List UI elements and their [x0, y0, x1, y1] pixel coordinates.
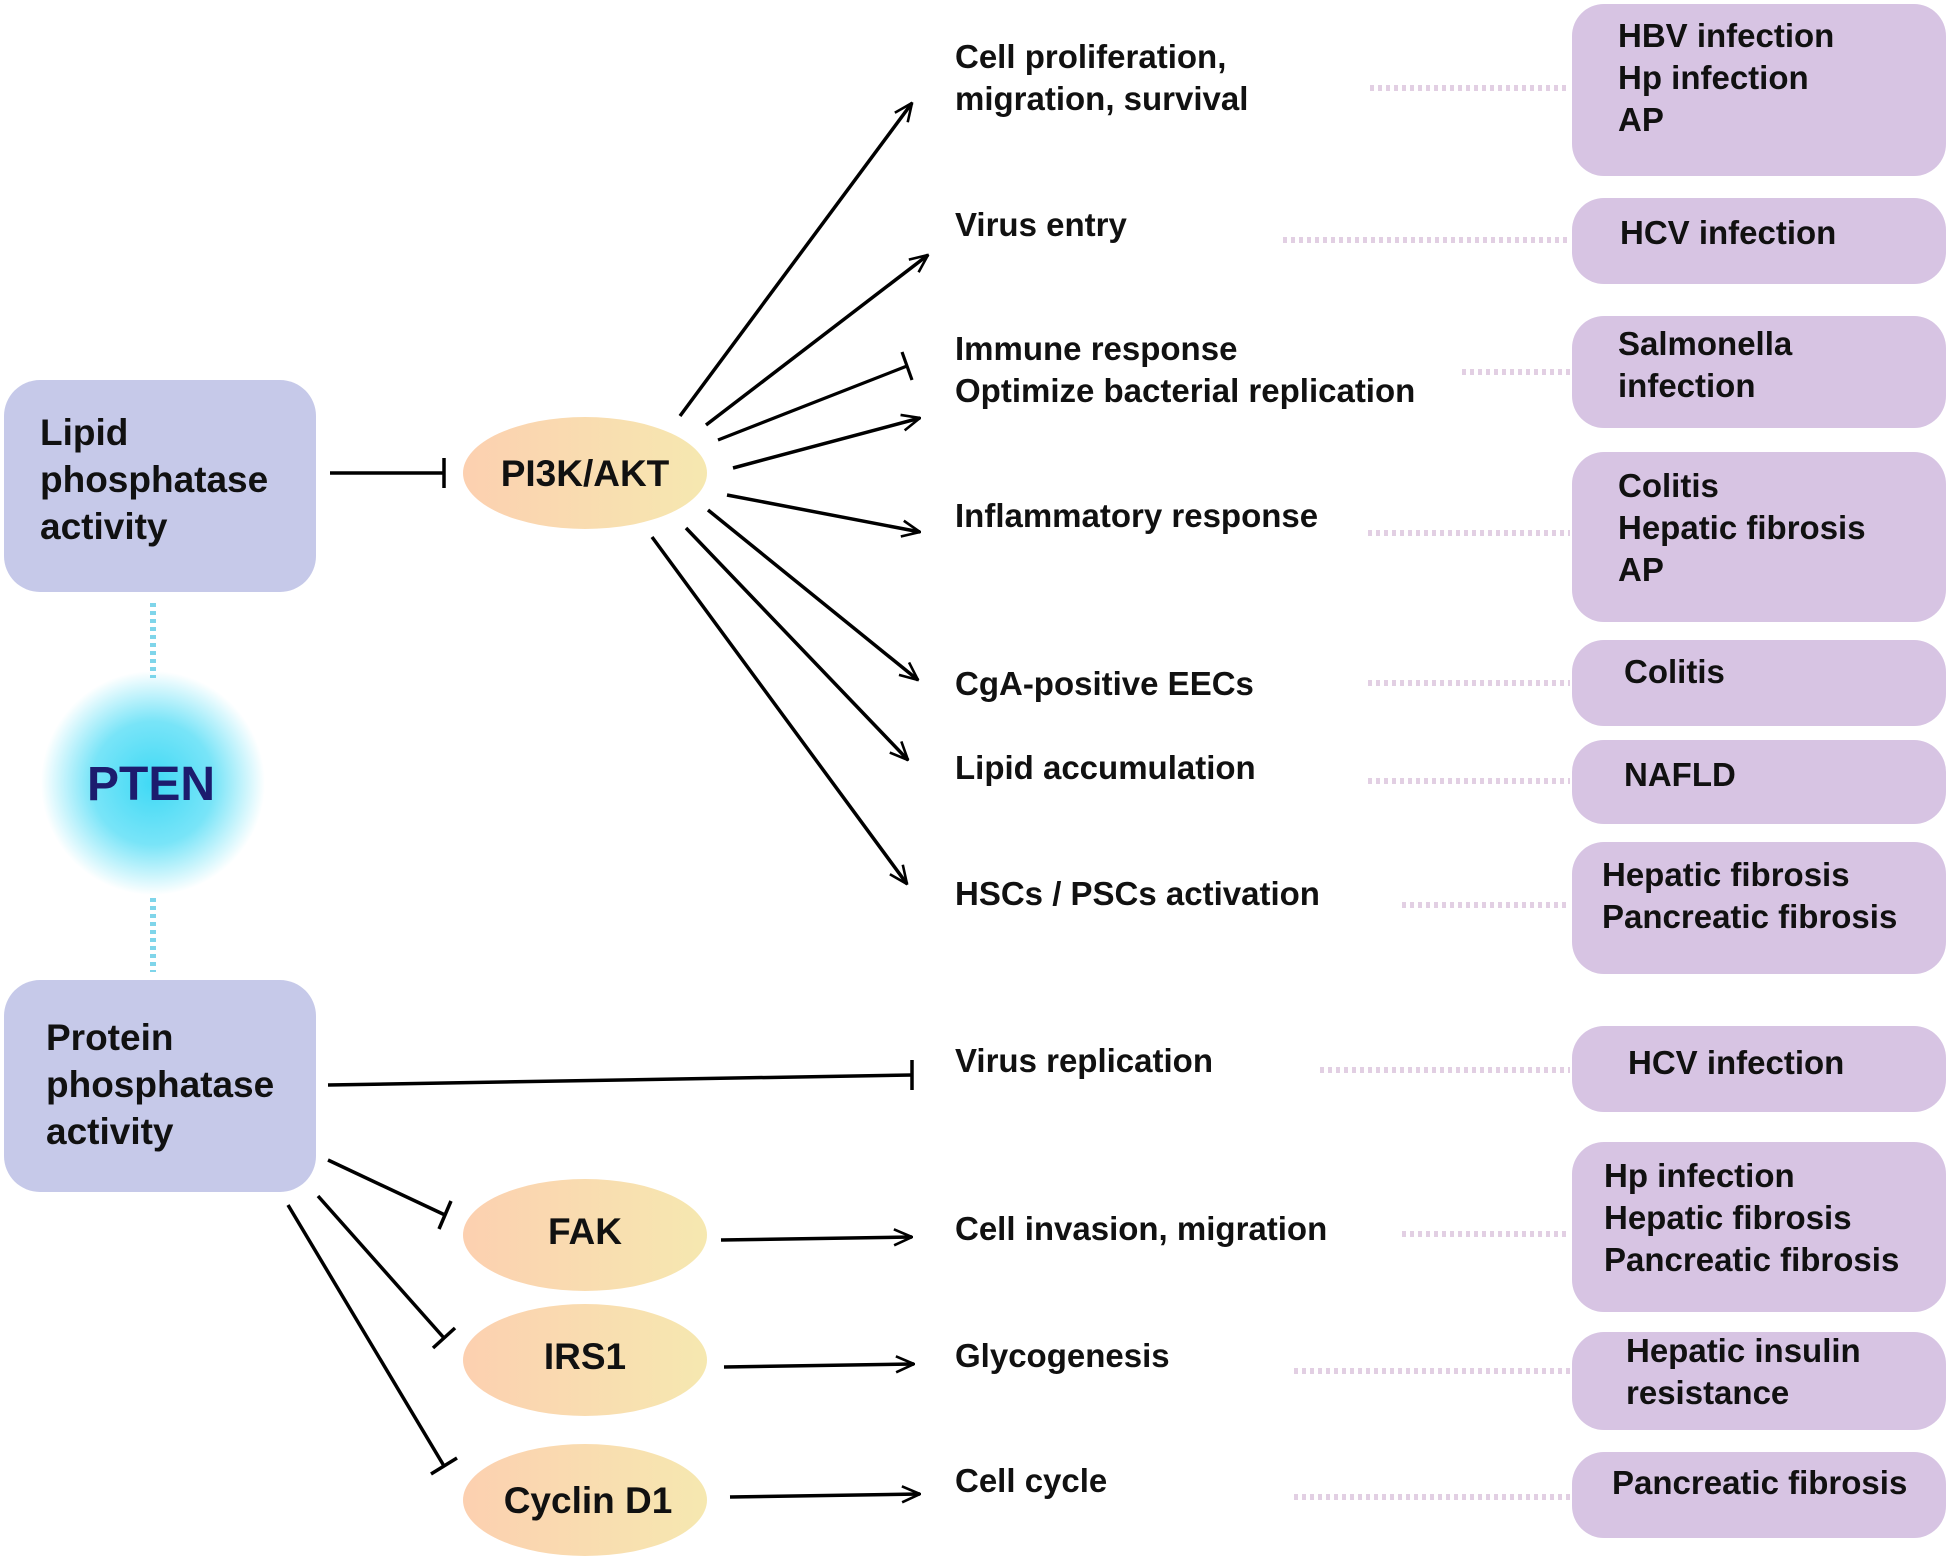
pathway-label: Virus entry: [955, 206, 1127, 243]
pathway-invasion: Cell invasion, migration Hp infectionHepa…: [955, 1142, 1946, 1312]
disease-label: Colitis: [1624, 653, 1725, 690]
pathway-vrep: Virus replication HCV infection: [955, 1026, 1946, 1112]
disease-label: HCV infection: [1628, 1044, 1844, 1081]
disease-box: [1572, 1452, 1946, 1538]
arrow-cyclin-cycle: [729, 1494, 920, 1497]
disease-label: Hp infection: [1604, 1157, 1795, 1194]
pathway-label: CgA-positive EECs: [955, 665, 1254, 702]
lipid-box-line: phosphatase: [40, 459, 268, 500]
disease-label: Colitis: [1618, 467, 1719, 504]
disease-box: [1572, 1332, 1946, 1430]
pathway-prolif: Cell proliferation, migration, survival HB…: [955, 4, 1946, 176]
disease-box: [1572, 1142, 1946, 1312]
pathway-label: migration, survival: [955, 80, 1248, 117]
disease-label: Hepatic fibrosis: [1602, 856, 1850, 893]
pathway-list: Cell proliferation, migration, survival HB…: [955, 4, 1946, 1538]
disease-label: Hp infection: [1618, 59, 1809, 96]
pten-label: PTEN: [87, 758, 215, 811]
irs1-label: IRS1: [544, 1336, 626, 1377]
disease-box: [1572, 740, 1946, 824]
irs1-node: IRS1: [463, 1304, 707, 1416]
disease-label: resistance: [1626, 1374, 1789, 1411]
arrow-pi3k-inflam: [726, 493, 920, 532]
disease-box: [1572, 4, 1946, 176]
protein-box-line: phosphatase: [46, 1064, 274, 1105]
pathway-glyco: Glycogenesis Hepatic insulin resistance: [955, 1332, 1946, 1430]
pathway-label: Virus replication: [955, 1042, 1213, 1079]
pathway-label: Cell proliferation,: [955, 38, 1226, 75]
disease-label: Hepatic fibrosis: [1618, 509, 1866, 546]
fak-node: FAK: [463, 1179, 707, 1291]
pathway-entry: Virus entry HCV infection: [955, 198, 1946, 284]
disease-label: Pancreatic fibrosis: [1602, 898, 1897, 935]
cyclin-d1-node: Cyclin D1: [463, 1444, 707, 1556]
disease-label: infection: [1618, 367, 1756, 404]
pathway-label: Cell invasion, migration: [955, 1210, 1327, 1247]
activation-arrows: [650, 103, 928, 1497]
pathway-hsc: HSCs / PSCs activation Hepatic fibrosisPa…: [955, 842, 1946, 974]
pathway-label: Glycogenesis: [955, 1337, 1170, 1374]
arrow-pi3k-hsc: [650, 535, 907, 884]
pi3k-akt-label: PI3K/AKT: [501, 453, 670, 494]
disease-box: [1572, 452, 1946, 622]
lipid-box-line: Lipid: [40, 412, 128, 453]
inhibit-protein-cyclin: [286, 1204, 458, 1476]
disease-label: Salmonella: [1618, 325, 1793, 362]
pathway-label: Optimize bacterial replication: [955, 372, 1415, 409]
disease-box: [1572, 640, 1946, 726]
arrow-fak-invasion: [720, 1237, 912, 1240]
disease-box: [1572, 1026, 1946, 1112]
protein-box-line: activity: [46, 1111, 174, 1152]
pathway-label: Inflammatory response: [955, 497, 1318, 534]
pathway-cga: CgA-positive EECs Colitis: [955, 640, 1946, 726]
disease-label: NAFLD: [1624, 756, 1736, 793]
disease-label: AP: [1618, 551, 1664, 588]
lipid-box-line: activity: [40, 506, 168, 547]
disease-label: Pancreatic fibrosis: [1604, 1241, 1899, 1278]
disease-label: Hepatic insulin: [1626, 1332, 1861, 1369]
pathway-lipid: Lipid accumulation NAFLD: [955, 740, 1946, 824]
protein-box-line: Protein: [46, 1017, 173, 1058]
inhibit-protein-virus-replication: [327, 1060, 914, 1090]
disease-label: Pancreatic fibrosis: [1612, 1464, 1907, 1501]
pten-glow: [41, 671, 265, 895]
disease-label: HCV infection: [1620, 214, 1836, 251]
arrow-pi3k-prolif: [678, 103, 912, 418]
fak-label: FAK: [548, 1211, 622, 1252]
inhibit-pi3k-immune: [717, 351, 914, 442]
cyclin-d1-label: Cyclin D1: [504, 1480, 673, 1521]
arrow-pi3k-entry: [704, 255, 928, 427]
disease-box: [1572, 842, 1946, 974]
disease-label: Hepatic fibrosis: [1604, 1199, 1852, 1236]
inhibit-lipid-pi3k: [330, 458, 446, 488]
inhibit-protein-irs1: [316, 1194, 457, 1350]
disease-label: HBV infection: [1618, 17, 1834, 54]
pathway-label: Lipid accumulation: [955, 749, 1256, 786]
protein-phosphatase-box: Protein phosphatase activity: [4, 980, 316, 1192]
lipid-phosphatase-box: Lipid phosphatase activity: [4, 380, 316, 592]
pathway-label: Immune response: [955, 330, 1237, 367]
pi3k-akt-node: PI3K/AKT: [463, 417, 707, 529]
arrow-irs1-glyco: [723, 1364, 914, 1367]
arrow-pi3k-lipid: [684, 526, 908, 760]
pathway-cycle: Cell cycle Pancreatic fibrosis: [955, 1452, 1946, 1538]
pathway-label: Cell cycle: [955, 1462, 1107, 1499]
arrow-pi3k-cga: [706, 508, 918, 680]
pathway-label: HSCs / PSCs activation: [955, 875, 1320, 912]
inhibit-protein-fak: [327, 1158, 453, 1230]
disease-box: [1572, 198, 1946, 284]
disease-label: AP: [1618, 101, 1664, 138]
disease-box: [1572, 316, 1946, 428]
arrow-pi3k-bacterial: [732, 418, 920, 470]
